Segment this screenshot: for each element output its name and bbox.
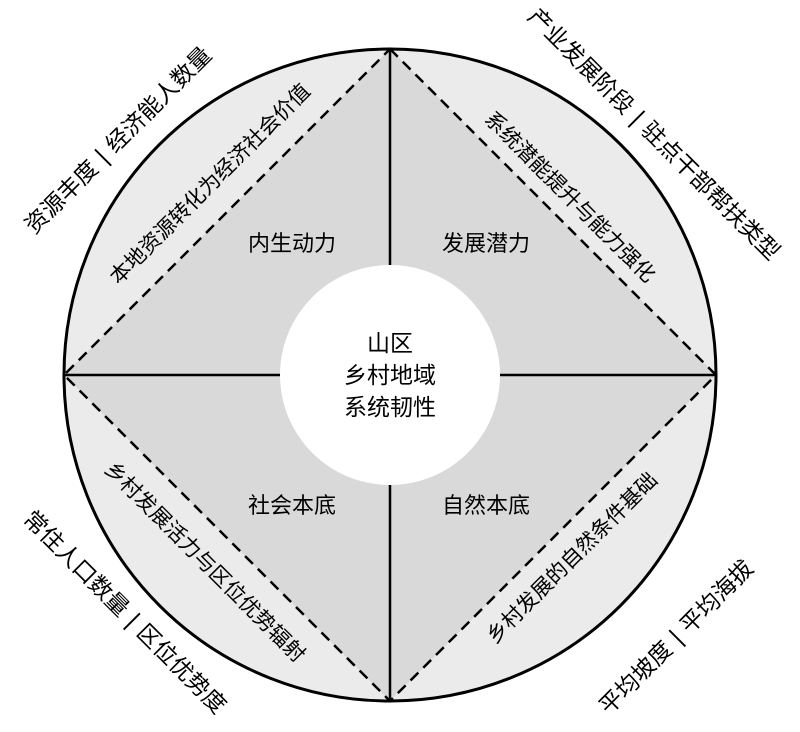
center-line-3: 系统韧性 bbox=[344, 395, 436, 421]
center-line-1: 山区 bbox=[367, 331, 413, 357]
quadrant-label-top-left: 内生动力 bbox=[248, 232, 336, 257]
quadrant-label-bottom-right: 自然本底 bbox=[442, 494, 530, 519]
quadrant-label-bottom-left: 社会本底 bbox=[248, 494, 336, 519]
quadrant-label-top-right: 发展潜力 bbox=[442, 232, 530, 257]
center-circle bbox=[280, 265, 500, 485]
center-line-2: 乡村地域 bbox=[344, 363, 436, 389]
